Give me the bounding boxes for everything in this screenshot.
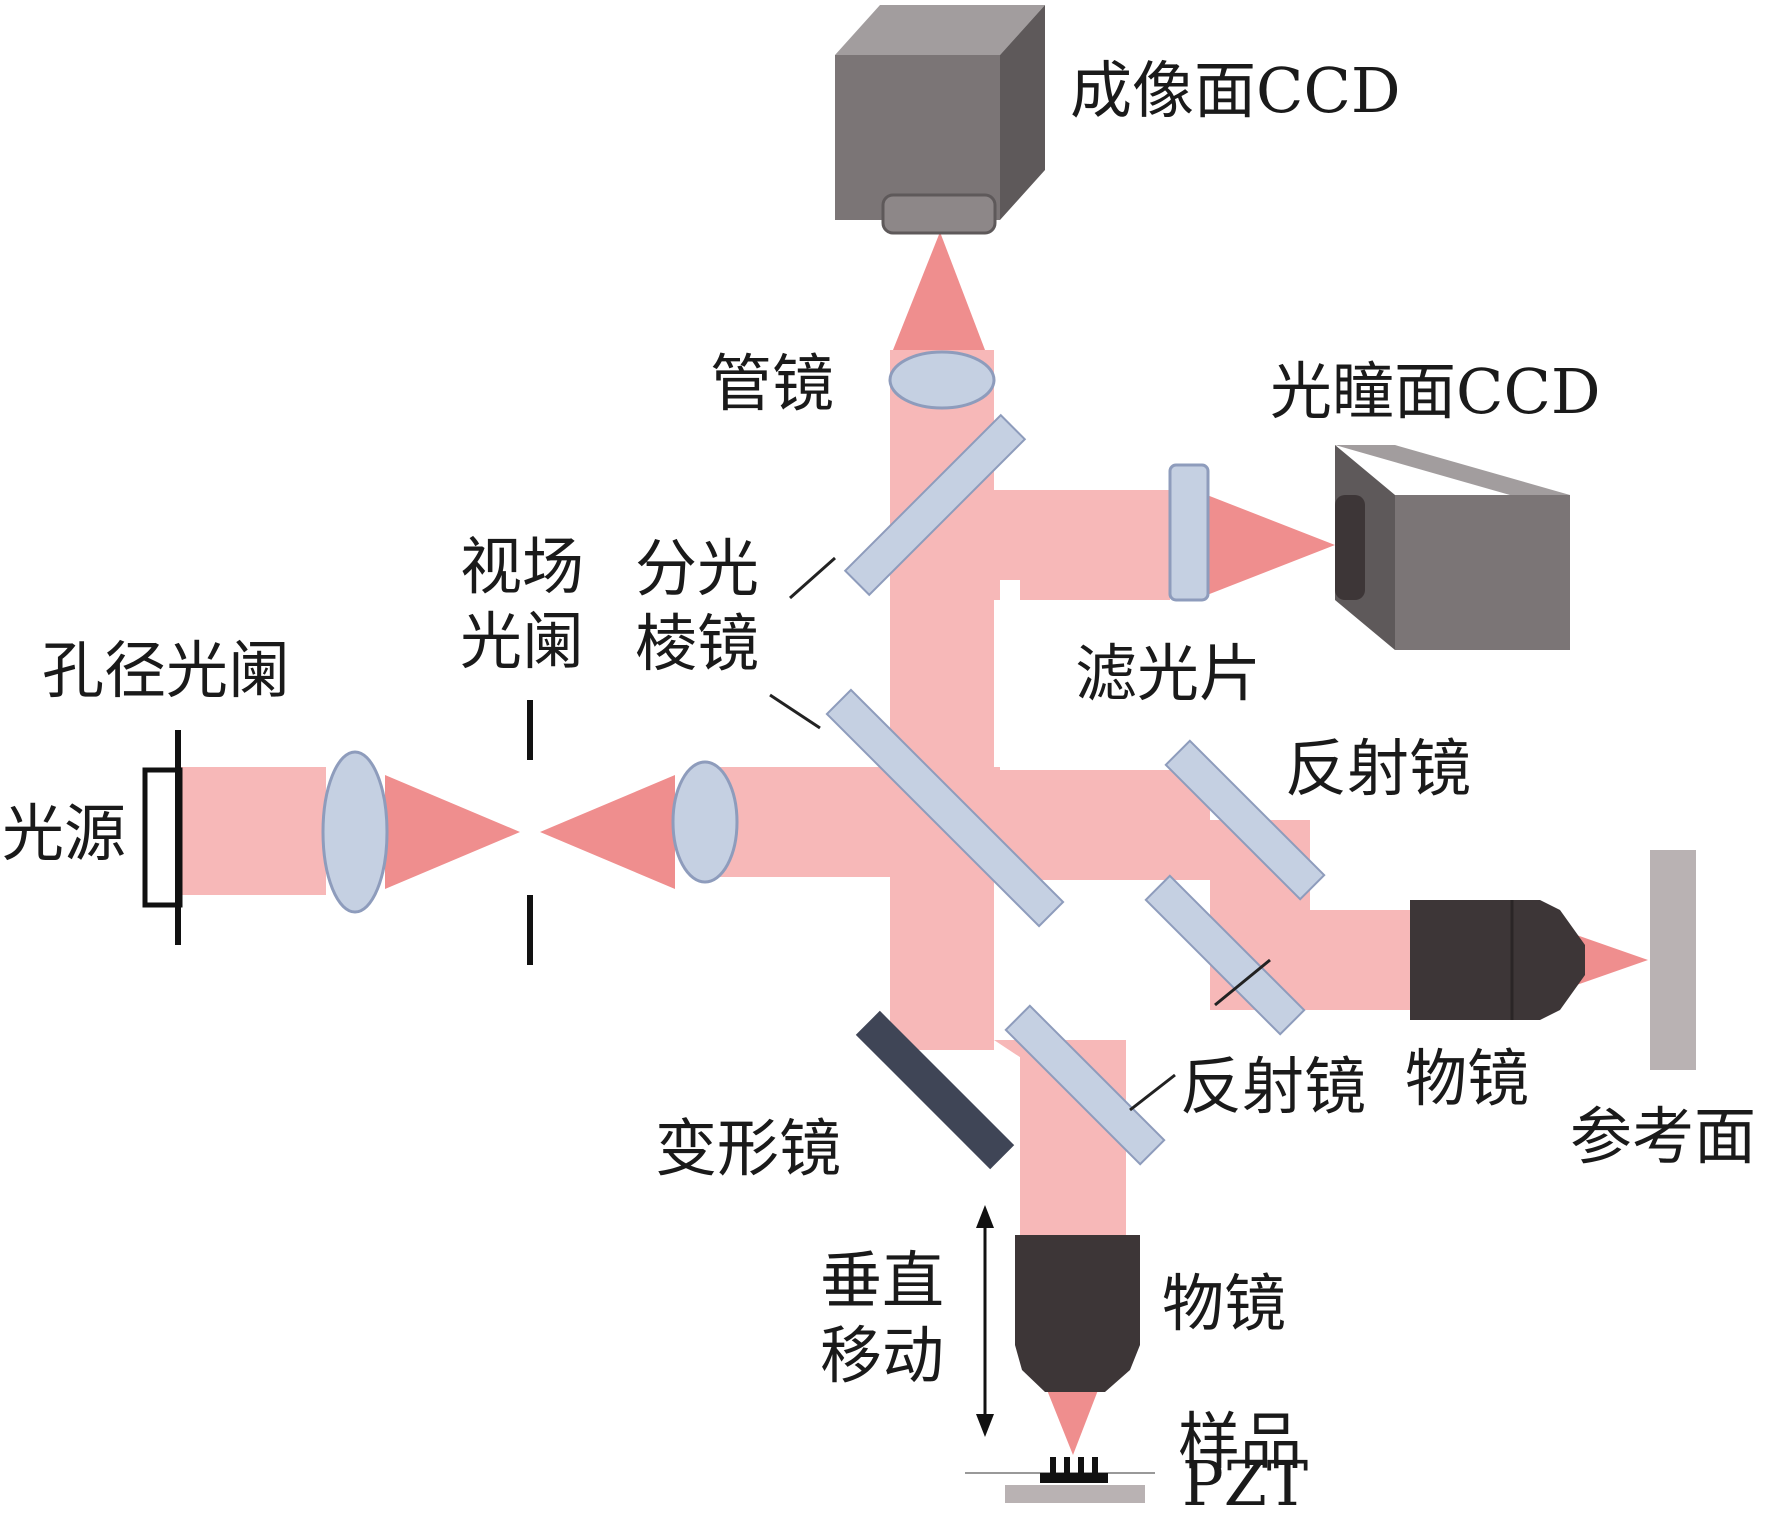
label-imaging-ccd: 成像面CCD [1070,54,1401,127]
sample-pillar-3 [1078,1457,1084,1475]
objective-right [1410,900,1585,1020]
beam-cone-source [385,775,520,889]
arrow-head-down [976,1414,994,1437]
reference-surface [1650,850,1696,1070]
reflector-bottom-mirror [1004,1004,1166,1166]
sample-pillar-1 [1050,1457,1056,1475]
imaging-ccd-lens-mount [881,193,997,235]
light-source-housing [142,767,183,908]
pupil-ccd-camera [1335,445,1570,650]
label-reference-surface: 参考面 [1570,1100,1756,1173]
beam-cone-pupil [1207,495,1335,595]
sample-stage [965,1457,1155,1503]
label-objective-right: 物镜 [1405,1042,1529,1115]
leader-reflector-bottom [1129,1073,1176,1112]
label-vertical-move-1: 垂直 [820,1244,944,1317]
tube-lens [888,350,996,410]
label-beam-splitter-1: 分光 [635,532,759,605]
label-aperture-stop: 孔径光阑 [42,634,290,707]
labels: 成像面CCD 光瞳面CCD 管镜 视场 光阑 分光 棱镜 孔径光阑 光源 滤光片… [2,54,1756,1520]
leader-splitter-lower [769,693,821,730]
light-source [142,730,183,945]
pupil-ccd-front-face [1395,495,1570,650]
beam-to-objective-right [1300,910,1420,1010]
objective-right-body [1410,900,1540,1020]
sample-base [1040,1473,1108,1483]
beam-right-upper [990,770,1210,880]
beam-cone-sample [1045,1385,1100,1455]
beam-cone-ccd-top [893,232,985,350]
label-light-source: 光源 [2,797,126,870]
beam-internal-vertical [1000,580,1020,780]
label-pupil-ccd: 光瞳面CCD [1270,355,1601,428]
arrow-head-up [976,1205,994,1228]
label-objective-bottom: 物镜 [1162,1267,1286,1340]
label-field-stop-1: 视场 [460,530,584,603]
label-reflector-lower: 反射镜 [1180,1050,1366,1123]
pupil-ccd-lens-mount [1335,495,1365,600]
beam-splitter-upper [843,413,1027,597]
reflector-lower-mirror [1144,874,1306,1036]
label-reflector-upper: 反射镜 [1285,732,1471,805]
label-deformable-mirror: 变形镜 [655,1112,841,1185]
beam-splitter-lower [825,688,1065,928]
label-field-stop-2: 光阑 [460,605,584,678]
collimating-lens-right [671,760,739,884]
imaging-ccd-top-face [835,5,1045,55]
reflector-upper-mirror [1164,739,1326,901]
objective-bottom-body [1015,1235,1140,1345]
lenses [321,350,1210,914]
label-beam-splitter-2: 棱镜 [635,607,759,680]
deformable-mirror [855,1010,1015,1170]
objective-right-tip [1540,900,1585,1020]
leader-lines [769,556,1271,1112]
beam-cone-field [540,775,675,889]
pupil-ccd-top-face [1335,445,1570,495]
objective-bottom-tip [1015,1345,1140,1392]
vertical-move-arrow [976,1205,994,1437]
label-vertical-move-2: 移动 [820,1319,944,1392]
filter-lens [1168,463,1210,602]
objective-bottom [1015,1235,1140,1392]
mirrors [825,413,1326,1170]
collimating-lens-left [321,750,389,914]
sample-pillar-4 [1092,1457,1098,1475]
imaging-ccd-camera [835,5,1045,235]
label-pzt: PZT [1182,1447,1308,1520]
label-sample: 样品 [1178,1405,1302,1478]
leader-reflector-lower [1214,958,1271,1007]
beam-source-to-lens [178,767,326,895]
pzt-stage [1005,1485,1145,1503]
sample-pillar-2 [1064,1457,1070,1475]
leader-splitter-upper [789,556,836,600]
imaging-ccd-side-face [1000,5,1045,220]
imaging-ccd-front-face [835,55,1000,220]
label-tube-lens: 管镜 [710,347,834,420]
label-filter: 滤光片 [1075,637,1261,710]
